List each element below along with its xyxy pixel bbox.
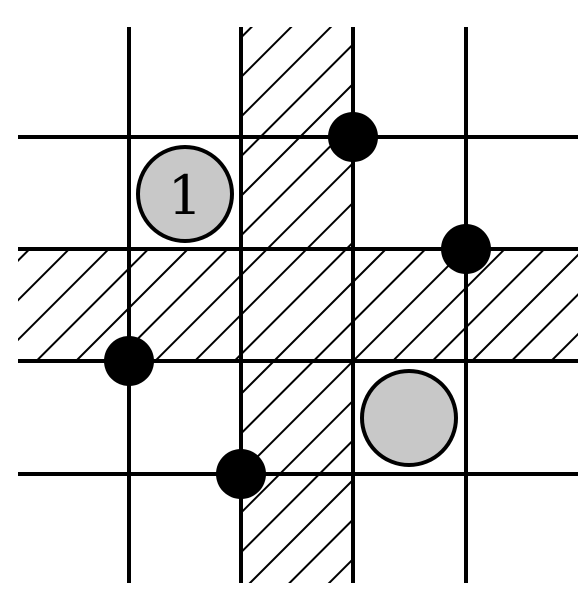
plain-token — [360, 369, 458, 467]
black-dot — [216, 449, 266, 499]
black-dot — [328, 112, 378, 162]
black-dot — [441, 224, 491, 274]
black-dot — [104, 336, 154, 386]
token-number-label: 1 — [168, 164, 202, 227]
numbered-token: 1 — [136, 145, 234, 243]
numbered-token-circle — [136, 145, 234, 243]
hatched-row-band — [18, 249, 578, 361]
